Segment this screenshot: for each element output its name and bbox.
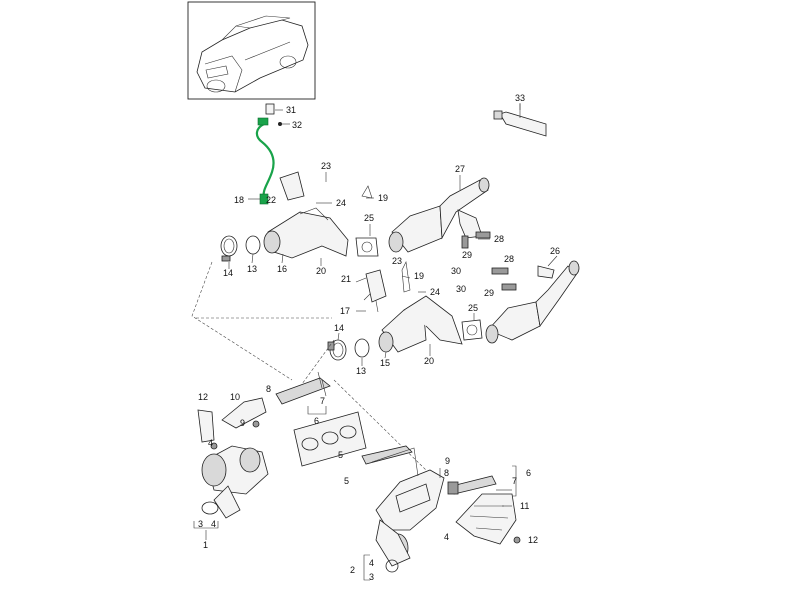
- callout-20: 20: [316, 266, 326, 276]
- heat-shield-17: [365, 269, 387, 303]
- callout-labels: 31 32 33 23 24 19 18 22 27 25 29 28 14 1…: [198, 93, 560, 582]
- callout-14: 14: [223, 268, 233, 278]
- turbocharger-left: [201, 445, 269, 519]
- callout-13-b: 13: [356, 366, 366, 376]
- callout-13: 13: [247, 264, 257, 274]
- callout-17: 17: [340, 306, 350, 316]
- manifold-gasket-left: [293, 411, 367, 467]
- callout-6-b: 6: [526, 468, 531, 478]
- callout-12-b: 12: [528, 535, 538, 545]
- callout-9: 9: [240, 418, 245, 428]
- callout-4-c: 4: [444, 532, 449, 542]
- heat-shield-left: [275, 371, 331, 405]
- callout-30-b: 30: [456, 284, 466, 294]
- exhaust-manifold-right: [375, 469, 445, 573]
- callout-3-b: 3: [369, 572, 374, 582]
- strap-right: [447, 475, 497, 495]
- callout-23: 23: [321, 161, 331, 171]
- callout-25-b: 25: [468, 303, 478, 313]
- callout-5-b: 5: [344, 476, 349, 486]
- callout-28: 28: [494, 234, 504, 244]
- oxygen-sensor-cable-highlighted[interactable]: [255, 117, 275, 205]
- catalytic-converter-upper-left: [263, 171, 349, 259]
- callout-8-b: 8: [444, 468, 449, 478]
- bracket-upper: [457, 209, 491, 249]
- callout-6: 6: [314, 416, 319, 426]
- callout-28-b: 28: [504, 254, 514, 264]
- callout-8: 8: [266, 384, 271, 394]
- callout-7: 7: [320, 396, 325, 406]
- callout-4-d: 4: [369, 558, 374, 568]
- gasket-upper: [245, 235, 261, 255]
- callout-31: 31: [286, 105, 296, 115]
- callout-25: 25: [364, 213, 374, 223]
- callout-9-b: 9: [445, 456, 450, 466]
- callout-24: 24: [336, 198, 346, 208]
- vehicle-thumbnail: [187, 1, 316, 100]
- sensor-19-lower: [401, 261, 411, 293]
- callout-33: 33: [515, 93, 525, 103]
- callout-5: 5: [338, 450, 343, 460]
- gasket-lower: [354, 338, 370, 358]
- callout-leader-lines: [193, 103, 558, 581]
- callout-20-b: 20: [424, 356, 434, 366]
- callout-15: 15: [380, 358, 390, 368]
- callout-19: 19: [378, 193, 388, 203]
- clamp-lower: [327, 339, 347, 361]
- callout-29: 29: [462, 250, 472, 260]
- callout-3: 3: [198, 519, 203, 529]
- manifold-gasket-right: [361, 445, 419, 477]
- clamp-upper: [220, 235, 238, 262]
- callout-11: 11: [520, 501, 529, 511]
- callout-24-b: 24: [430, 287, 440, 297]
- callout-22: 22: [266, 195, 276, 205]
- exhaust-pipe-lower: [485, 260, 580, 344]
- callout-23-b: 23: [392, 256, 402, 266]
- callout-1: 1: [203, 540, 208, 550]
- gasket-25-lower: [461, 319, 483, 341]
- callout-19-b: 19: [414, 271, 424, 281]
- callout-32: 32: [292, 120, 302, 130]
- callout-27: 27: [455, 164, 465, 174]
- callout-30: 30: [451, 266, 461, 276]
- callout-14-b: 14: [334, 323, 344, 333]
- callout-18: 18: [234, 195, 244, 205]
- bracket-10: [197, 397, 267, 450]
- exhaust-pipe-upper: [388, 177, 490, 253]
- callout-4-b: 4: [211, 519, 216, 529]
- sensor-19-upper: [361, 185, 373, 199]
- sensor-connector: [265, 103, 282, 126]
- bracket-lower: [491, 267, 517, 291]
- callout-2: 2: [350, 565, 355, 575]
- callout-4: 4: [208, 438, 213, 448]
- callout-29-b: 29: [484, 288, 494, 298]
- callout-21: 21: [341, 274, 351, 284]
- callout-7-b: 7: [512, 476, 517, 486]
- callout-12: 12: [198, 392, 208, 402]
- callout-10: 10: [230, 392, 240, 402]
- heat-shield-right: [455, 493, 521, 545]
- callout-26: 26: [550, 246, 560, 256]
- gasket-25-upper: [355, 237, 379, 257]
- callout-16: 16: [277, 264, 287, 274]
- assembly-leader-lines: [191, 261, 427, 471]
